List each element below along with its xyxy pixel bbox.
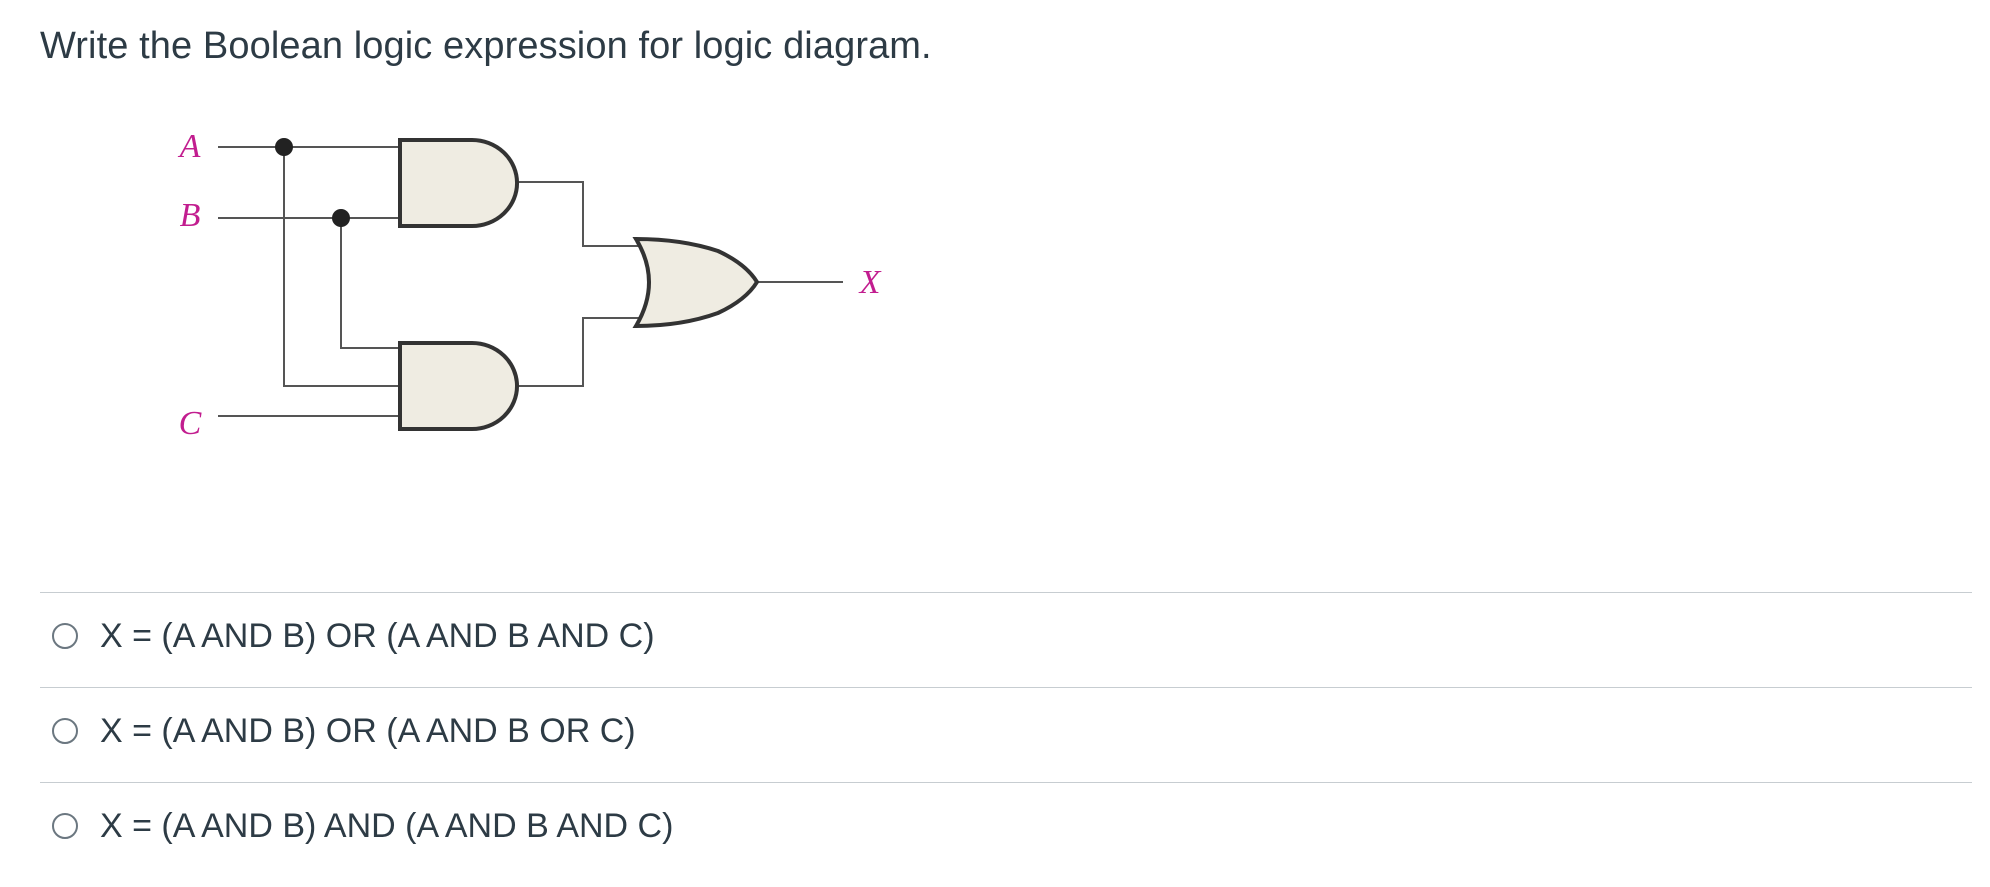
answer-label: X = (A AND B) OR (A AND B OR C) (100, 712, 636, 750)
radio-button[interactable] (52, 623, 78, 649)
junction-dot-a (275, 138, 293, 156)
wires (218, 146, 843, 417)
junction-dot-b (332, 209, 350, 227)
input-label-b: B (180, 197, 201, 234)
answer-label: X = (A AND B) AND (A AND B AND C) (100, 807, 674, 845)
output-label-x: X (858, 264, 882, 301)
radio-button[interactable] (52, 813, 78, 839)
answer-list: X = (A AND B) OR (A AND B AND C) X = (A … (40, 592, 1972, 877)
question-text: Write the Boolean logic expression for l… (40, 25, 932, 67)
input-label-a: A (178, 128, 201, 165)
and-gate-upper (398, 138, 520, 228)
answer-option-2[interactable]: X = (A AND B) OR (A AND B OR C) (40, 687, 1972, 782)
and-gate-lower (398, 341, 520, 431)
answer-label: X = (A AND B) OR (A AND B AND C) (100, 617, 655, 655)
answer-option-3[interactable]: X = (A AND B) AND (A AND B AND C) (40, 782, 1972, 877)
radio-button[interactable] (52, 718, 78, 744)
or-gate (632, 236, 760, 329)
answer-option-1[interactable]: X = (A AND B) OR (A AND B AND C) (40, 592, 1972, 687)
input-label-c: C (179, 405, 202, 442)
